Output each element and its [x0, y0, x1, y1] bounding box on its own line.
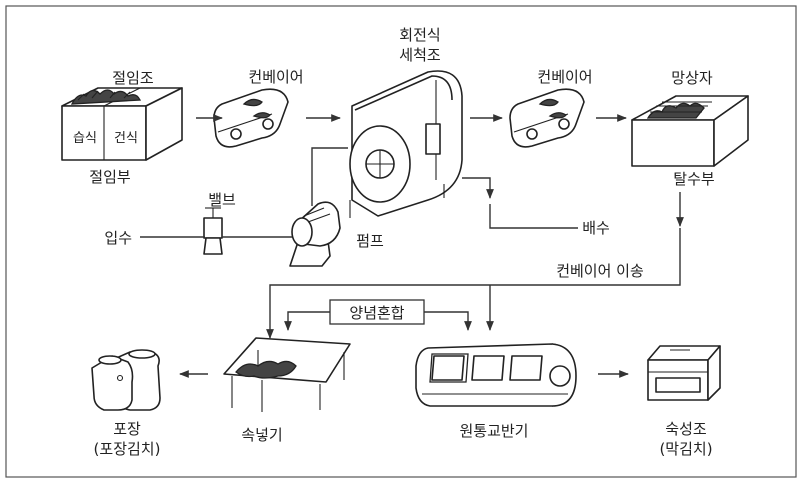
rotary-washer-label-2: 세척조 — [399, 46, 441, 64]
water-inlet-label: 입수 — [104, 229, 132, 247]
rotary-washer-label-1: 회전식 — [399, 26, 440, 44]
packaging-bags-icon — [91, 349, 161, 411]
dewatering-label: 탈수부 — [673, 170, 715, 188]
packaging-label: 포장 — [113, 420, 141, 438]
salting-tank-label: 절임조 — [112, 69, 154, 87]
conveyor-icon — [213, 88, 289, 148]
drain-outlet-line — [489, 204, 578, 229]
conveyor-label-2: 컨베이어 — [537, 68, 592, 86]
conveyor-transfer-label: 컨베이어 이송 — [556, 262, 644, 280]
seasoning-mix-label: 양념혼합 — [349, 304, 404, 322]
salting-section-label: 절임부 — [89, 168, 131, 186]
drum-mixer-icon — [415, 343, 577, 407]
packaged-kimchi-label: (포장김치) — [94, 440, 161, 458]
dry-label: 건식 — [114, 131, 138, 146]
mak-kimchi-label: (막김치) — [659, 440, 712, 458]
wet-label: 습식 — [73, 131, 97, 146]
ripening-tank-label: 숙성조 — [665, 420, 707, 438]
mesh-box-label: 망상자 — [671, 69, 713, 87]
ripening-tank-icon — [647, 345, 721, 401]
pump-label: 펌프 — [356, 232, 384, 250]
diagram-border — [5, 5, 797, 478]
pump-icon — [289, 201, 341, 267]
salting-tank-icon — [61, 87, 183, 161]
drum-mixer-label: 원통교반기 — [459, 422, 528, 440]
valve-icon — [203, 207, 223, 255]
stuffing-label: 속넣기 — [241, 426, 282, 444]
seasoning-to-drum-line — [424, 311, 472, 331]
conveyor-transfer-line — [266, 228, 681, 339]
rotary-washer-icon — [349, 70, 463, 218]
mesh-box-icon — [631, 95, 749, 167]
seasoning-mix-box — [329, 299, 425, 325]
pump-to-washer-line — [311, 147, 348, 206]
conveyor-icon — [509, 88, 585, 148]
valve-label: 밸브 — [208, 191, 236, 209]
drain-label: 배수 — [582, 219, 610, 237]
seasoning-to-stuffing-line — [284, 311, 330, 331]
stuffing-table-icon — [223, 337, 351, 412]
drain-line — [462, 177, 494, 199]
conveyor-label-1: 컨베이어 — [248, 68, 303, 86]
